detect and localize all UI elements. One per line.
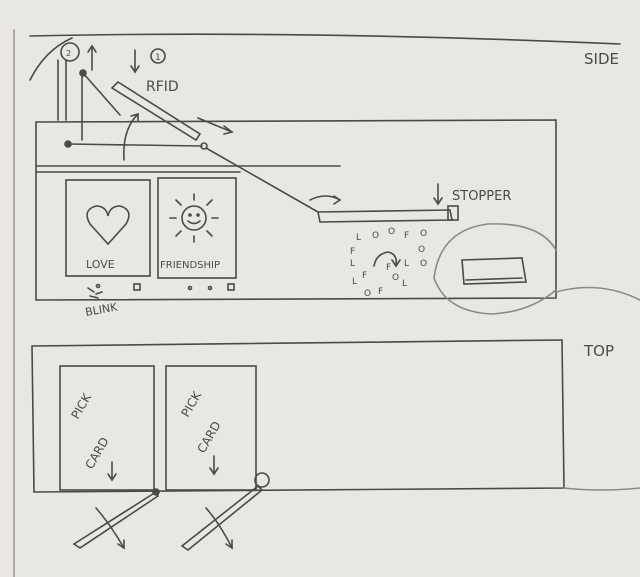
lever-arm-1 — [72, 490, 160, 549]
scatter-letter: O — [418, 245, 425, 255]
down-arrow-icon — [209, 455, 219, 476]
pulley-wheel — [60, 42, 80, 62]
love-card — [65, 179, 151, 277]
scatter-letter: O — [388, 227, 395, 237]
scatter-letter: L — [352, 277, 357, 287]
indicator-square-1 — [133, 283, 141, 291]
friendship-card-label: FRIENDSHIP — [160, 260, 220, 271]
side-box — [35, 119, 557, 301]
scatter-letter: L — [404, 259, 409, 269]
rod-end-right — [200, 142, 208, 150]
scatter-letter: F — [386, 263, 391, 273]
scatter-letter: O — [420, 229, 427, 239]
scatter-letter: O — [372, 231, 379, 241]
ramp — [205, 147, 319, 213]
step-badge-2-text: 2 — [66, 49, 71, 58]
pick-card-slot-2 — [165, 365, 257, 491]
smiling-sun-icon — [169, 193, 219, 243]
stopper-block — [447, 205, 459, 221]
scatter-letter: L — [356, 233, 361, 243]
indicator-square-2 — [227, 283, 235, 291]
step-badge-1 — [150, 48, 166, 64]
scatter-letter: F — [378, 287, 383, 297]
top-boundary-line — [29, 33, 621, 45]
lever-arm-2 — [180, 484, 264, 551]
side-view-label: SIDE — [584, 50, 619, 68]
pick-card-slot-1 — [59, 365, 155, 491]
horizontal-rod — [67, 143, 203, 147]
rfid-label: RFID — [146, 79, 179, 95]
rfid-reader-bar — [110, 80, 202, 142]
scatter-letter: F — [350, 247, 355, 257]
scatter-letter: O — [420, 259, 427, 269]
scatter-letter: F — [404, 231, 409, 241]
hinge-ring-2 — [254, 472, 270, 488]
top-view-label: TOP — [583, 342, 614, 360]
scatter-letter: O — [364, 289, 371, 299]
zoom-circle — [433, 223, 557, 279]
down-arrow-icon — [107, 461, 117, 482]
display-panel — [461, 257, 527, 285]
swing-arrow-2 — [205, 507, 233, 549]
scatter-letter: L — [350, 259, 355, 269]
side-view: SIDE 1 RFID 2 — [29, 37, 640, 319]
scatter-letter: F — [362, 271, 367, 281]
love-card-label: LOVE — [86, 258, 115, 271]
scatter-letter: O — [392, 273, 399, 283]
heart-icon — [86, 205, 130, 246]
blink-label: BLINK — [84, 300, 119, 319]
scatter-letter: L — [402, 279, 407, 289]
pulley-frame — [29, 37, 73, 81]
stopper-label: STOPPER — [452, 189, 511, 204]
swing-arrow-1 — [95, 507, 125, 549]
rotation-arrow-icon — [373, 251, 398, 267]
step-badge-1-text: 1 — [155, 53, 161, 63]
friendship-card — [157, 177, 237, 279]
curved-arrow — [122, 113, 139, 161]
